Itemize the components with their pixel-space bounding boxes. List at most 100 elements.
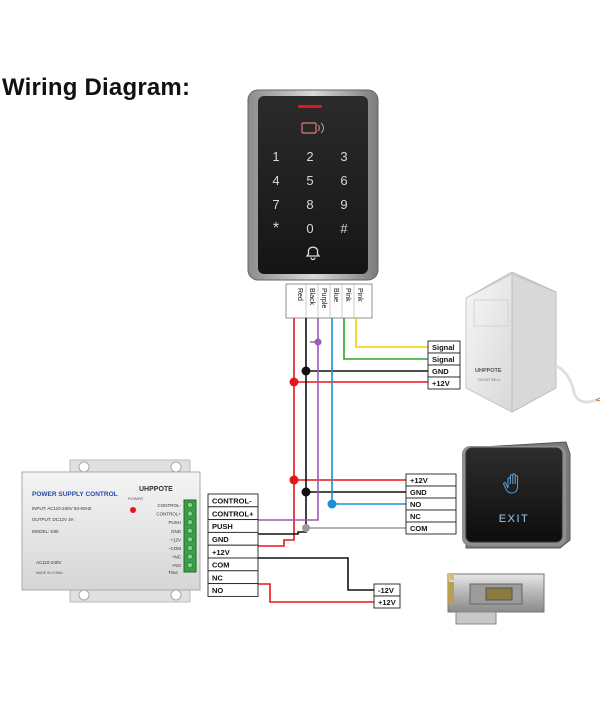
wire-label-0: Red (296, 288, 303, 301)
doorbell-terminal-label-1: Signal (432, 355, 455, 364)
keypad-led (298, 105, 322, 108)
psu-small-label-2: PUSH (168, 520, 181, 525)
psu-screw-4 (187, 536, 193, 543)
keypad-key-8[interactable]: 8 (306, 197, 313, 212)
keypad-key-3[interactable]: 3 (340, 149, 347, 164)
exit-label: EXIT (499, 513, 529, 525)
wire-lock-com (208, 557, 374, 591)
doorbell-cable (555, 364, 597, 404)
psu-terminal-box-7 (207, 583, 259, 597)
psu-terminal-label-6: NC (212, 573, 223, 582)
psu-header: POWER SUPPLY CONTROL (32, 491, 118, 498)
doorbell-terminal-label-2: GND (432, 367, 449, 376)
psu-body (21, 471, 201, 591)
exit-button[interactable]: EXIT (462, 441, 571, 549)
keypad-keys: 1 2 3 4 5 6 7 8 9 * 0 # (272, 149, 348, 237)
keypad-key-7[interactable]: 7 (272, 197, 279, 212)
electric-lock (447, 573, 545, 625)
psu-terminal-label-0: CONTROL- (212, 497, 252, 506)
psu-terminal-label-3: GND (212, 535, 229, 544)
psu-small-label-1: CONTROL+ (156, 512, 181, 517)
psu-small-label-3: GND (171, 529, 182, 534)
wire-purple (208, 318, 319, 521)
wire-label-1: Black (308, 288, 315, 306)
psu-screw-2 (187, 519, 193, 526)
psu-screw-3 (187, 527, 193, 534)
wire-blue (331, 318, 406, 505)
psu-terminal-label-1: CONTROL+ (212, 509, 254, 518)
wire-label-5: Pink (356, 288, 363, 302)
exit-terminal-label-4: COM (410, 524, 428, 533)
keypad-key-2[interactable]: 2 (306, 149, 313, 164)
keypad-key-0[interactable]: 0 (306, 221, 313, 236)
lock-terminal-label-0: -12V (378, 586, 394, 595)
exit-terminal-label-1: GND (410, 488, 427, 497)
psu-terminal-label-5: COM (212, 561, 230, 570)
wire-red-down (293, 382, 406, 481)
psu-brand: UHPPOTE (139, 486, 173, 493)
psu-terminal-labels: CONTROL- CONTROL+ PUSH GND +12V -COM +NC +NO (156, 503, 181, 568)
exit-terminal-label-0: +12V (410, 476, 428, 485)
doorbell-terminal-label-3: +12V (432, 379, 450, 388)
wire-yellow (355, 318, 428, 348)
psu-small-label-6: +NC (172, 555, 182, 560)
psu-small-label-0: CONTROL- (158, 503, 182, 508)
doorbell-brand: UHPPOTE (475, 368, 502, 374)
wire-black (305, 318, 428, 372)
psu-screw-6 (187, 553, 193, 560)
junction-dots (289, 338, 337, 532)
psu-made-in: MADE IN CHINA (36, 571, 63, 575)
psu-terminal-label-2: PUSH (212, 522, 233, 531)
card-reader-icon (301, 122, 325, 134)
wire-label-2: Purple (320, 288, 327, 308)
doorbell-terminal-label-0: Signal (432, 343, 455, 352)
wire-black-psu (208, 492, 307, 535)
wires (208, 318, 428, 603)
psu-terminal-label-7: NO (212, 586, 223, 595)
wire-green (343, 318, 428, 360)
exit-terminal-label-3: NC (410, 512, 421, 521)
power-supply: POWER SUPPLY CONTROL POWER UHPPOTE INPUT… (21, 459, 201, 603)
psu-terminal-block (183, 499, 197, 573)
psu-model: MODEL: K80 (32, 529, 59, 534)
exit-terminal-box-4 (405, 521, 457, 535)
lock-terminals: -12V +12V (373, 583, 401, 609)
diagram-title: Wiring Diagram: (2, 74, 191, 101)
keypad-key-hash[interactable]: # (340, 221, 348, 236)
doorbell-sub: DOOR BELL (478, 377, 502, 382)
bell-icon (305, 246, 321, 261)
psu-small-label-7: +NO (172, 563, 182, 568)
psu-ac-label: AC110-240V (36, 560, 61, 565)
hand-icon (503, 473, 519, 494)
lock-terminal-label-1: +12V (378, 598, 396, 607)
keypad: 1 2 3 4 5 6 7 8 9 * 0 # (247, 89, 379, 281)
psu-power-led-label: POWER (128, 496, 143, 501)
doorbell-terminal-box-3 (427, 376, 461, 390)
wire-red (293, 318, 428, 383)
keypad-key-9[interactable]: 9 (340, 197, 347, 212)
keypad-key-4[interactable]: 4 (272, 173, 279, 188)
exit-button-face[interactable] (465, 447, 563, 543)
psu-screw-1 (187, 510, 193, 517)
keypad-key-1[interactable]: 1 (272, 149, 279, 164)
doorbell: UHPPOTE DOOR BELL (465, 271, 600, 413)
keypad-key-5[interactable]: 5 (306, 173, 313, 188)
keypad-key-star[interactable]: * (273, 220, 279, 237)
psu-small-label-5: -COM (169, 546, 181, 551)
exit-terminals: +12V GND NO NC COM (405, 473, 457, 535)
exit-terminal-label-2: NO (410, 500, 421, 509)
lock-terminal-box-1 (373, 595, 401, 609)
wire-label-4: Pink (344, 288, 351, 302)
psu-power-led (130, 507, 136, 513)
psu-input: INPUT: AC110-240V 50-60HZ (32, 506, 92, 511)
keypad-key-6[interactable]: 6 (340, 173, 347, 188)
psu-screw-0 (187, 502, 193, 508)
psu-terminal-label-4: +12V (212, 548, 230, 557)
psu-terminals: CONTROL- CONTROL+ PUSH GND +12V COM NC NO (207, 493, 259, 597)
psu-screw-5 (187, 545, 193, 551)
psu-screw-7 (187, 562, 193, 569)
psu-small-label-4: +12V (170, 537, 181, 542)
